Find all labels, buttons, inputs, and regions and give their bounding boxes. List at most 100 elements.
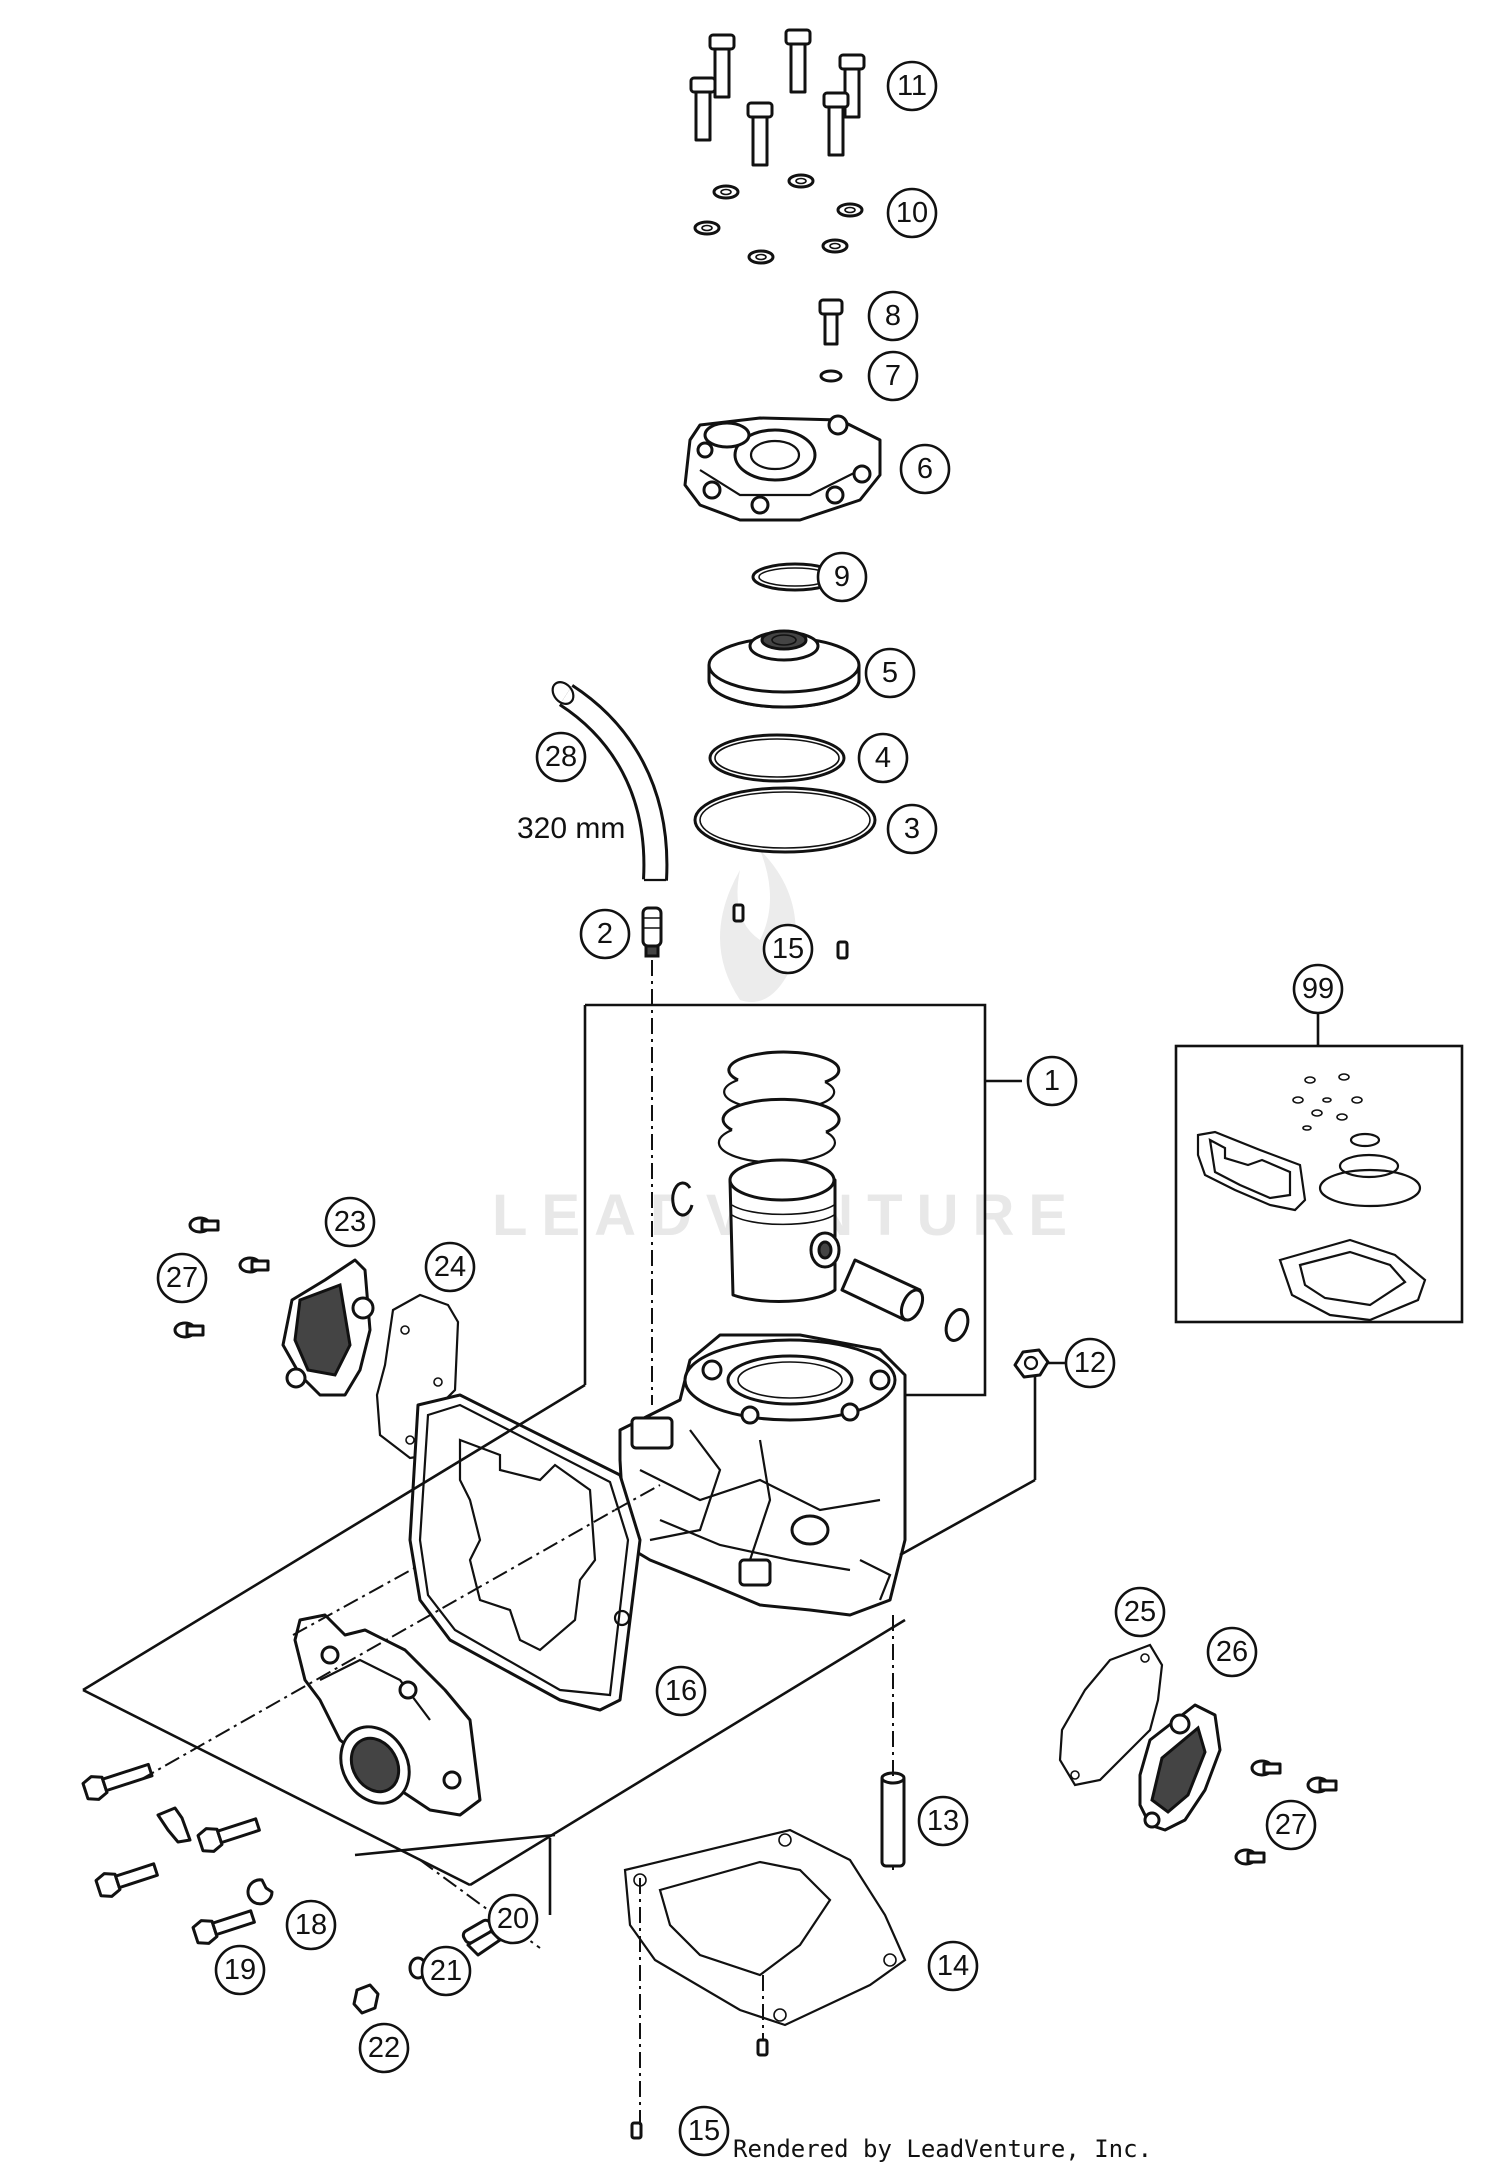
dowel-pin [836,940,849,960]
dowel-pin [630,2121,643,2140]
callout-25: 25 [1114,1586,1166,1638]
callout-14: 14 [927,1940,979,1992]
callout-11: 11 [886,60,938,112]
intake-gasket [408,1393,642,1712]
callout-1: 1 [1026,1055,1078,1107]
callout-20: 20 [487,1893,539,1945]
spacer-sleeve [461,1918,502,1957]
hose [551,681,669,882]
outlet-gasket [1058,1643,1164,1787]
callout-23: 23 [324,1196,376,1248]
callout-27-left: 27 [156,1252,208,1304]
combustion-chamber-insert [707,629,861,709]
callout-22: 22 [358,2022,410,2074]
svg-text:19: 19 [224,1954,256,1986]
callout-10: 10 [886,187,938,239]
svg-text:28: 28 [545,741,577,773]
callout-6: 6 [899,443,951,495]
cylinder-head-cover [683,414,882,522]
svg-text:27: 27 [166,1262,198,1294]
sealing-washer [819,369,843,383]
temperature-sensor [641,906,663,958]
hex-nut [1013,1348,1050,1379]
head-bolt-washers [693,173,864,265]
cylinder [618,1333,907,1617]
svg-text:13: 13 [927,1805,959,1837]
callout-15-bottom: 15 [678,2105,730,2157]
callout-27-right: 27 [1265,1799,1317,1851]
exhaust-control-cover [281,1258,375,1397]
callout-3: 3 [886,803,938,855]
dowel-pin [732,903,745,923]
svg-text:23: 23 [334,1206,366,1238]
svg-text:9: 9 [834,561,850,593]
circlip [671,1181,694,1217]
cylinder-head-bolts [689,28,866,167]
cover-screws-right [1234,1759,1338,1866]
callout-8: 8 [867,290,919,342]
cylinder-kit-frame [585,1003,987,1397]
svg-text:22: 22 [368,2032,400,2064]
svg-text:16: 16 [665,1675,697,1707]
small-bolt [818,298,844,346]
intake-manifold [293,1613,482,1817]
hose-length-label: 320 mm [517,812,625,845]
retaining-clip [246,1878,274,1906]
callout-19: 19 [214,1944,266,1996]
callout-24: 24 [424,1241,476,1293]
svg-text:25: 25 [1124,1596,1156,1628]
callout-21: 21 [420,1945,472,1997]
svg-text:12: 12 [1074,1347,1106,1379]
svg-text:18: 18 [295,1909,327,1941]
svg-text:7: 7 [885,360,901,392]
svg-text:27: 27 [1275,1809,1307,1841]
callout-18: 18 [285,1899,337,1951]
cylinder-stud [880,1771,906,1868]
o-ring-small [708,733,846,783]
svg-text:20: 20 [497,1903,529,1935]
svg-text:2: 2 [597,918,613,950]
callout-7: 7 [867,350,919,402]
callout-5: 5 [864,647,916,699]
svg-text:11: 11 [897,70,927,102]
callout-9: 9 [816,551,868,603]
manifold-bolts [81,1762,261,1945]
svg-text:15: 15 [688,2115,720,2147]
piston-rings [717,1050,841,1164]
callout-99: 99 [1292,963,1344,1015]
svg-text:8: 8 [885,300,901,332]
svg-text:3: 3 [904,813,920,845]
o-ring-large [693,786,877,854]
svg-text:99: 99 [1302,973,1334,1005]
cover-screws-left [173,1216,270,1339]
svg-text:6: 6 [917,453,933,485]
callout-28: 28 [535,731,587,783]
piston [728,1158,841,1303]
svg-text:15: 15 [772,933,804,965]
svg-text:24: 24 [434,1251,466,1283]
svg-text:5: 5 [882,657,898,689]
svg-text:14: 14 [937,1950,969,1982]
dowel-pin [756,2038,769,2057]
callout-12: 12 [1064,1337,1116,1389]
flange-nut [352,1983,380,2015]
callout-4: 4 [857,732,909,784]
svg-text:1: 1 [1044,1065,1060,1097]
callout-13: 13 [917,1795,969,1847]
svg-text:26: 26 [1216,1636,1248,1668]
callout-2: 2 [579,908,631,960]
footer-credit: Rendered by LeadVenture, Inc. [733,2135,1152,2163]
retaining-clip [156,1806,192,1844]
svg-text:4: 4 [875,742,891,774]
callout-26: 26 [1206,1626,1258,1678]
leader-lines [82,960,1070,2125]
outlet-cover [1138,1703,1222,1832]
gasket-kit-box [1174,1013,1464,1324]
piston-pin [840,1258,925,1322]
circlip [944,1308,970,1342]
callout-16: 16 [655,1665,707,1717]
svg-text:10: 10 [896,197,928,229]
svg-text:21: 21 [430,1955,462,1987]
cylinder-base-gasket [623,1828,907,2027]
